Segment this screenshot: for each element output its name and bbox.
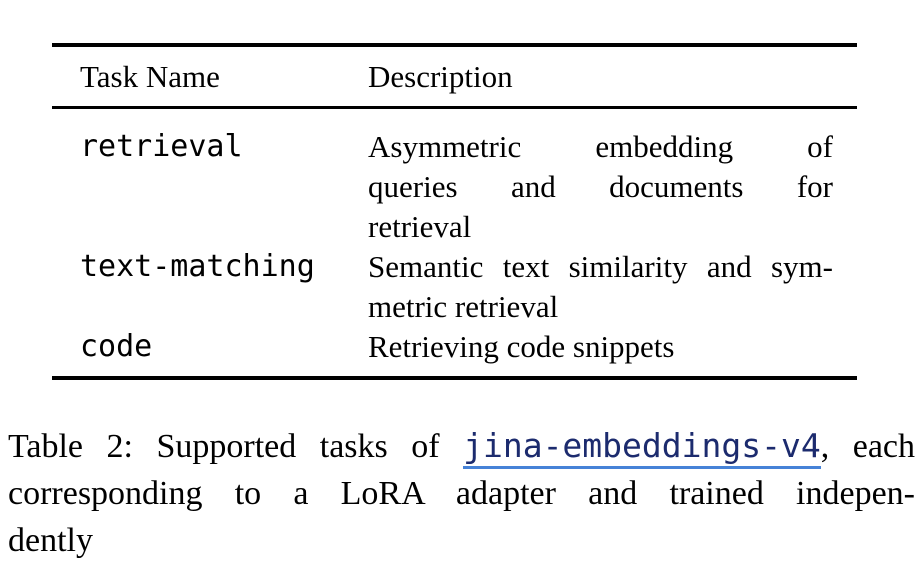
description-line: Retrieving code snippets	[368, 329, 675, 364]
caption-suffix-text: , each	[820, 428, 915, 465]
task-description-retrieval: Asymmetric embedding of queries and docu…	[368, 127, 833, 247]
caption-line-3: dently	[8, 522, 93, 559]
caption-prefix-text: Table 2: Supported tasks of	[8, 428, 464, 465]
table-row-code: code Retrieving code snippets	[52, 327, 857, 367]
description-line: retrieval	[368, 209, 472, 244]
column-header-task-name: Task Name	[80, 59, 220, 94]
task-description-text-matching: Semantic text similarity and sym- metric…	[368, 247, 833, 327]
description-line: queries and documents for	[368, 169, 833, 204]
table-caption: Table 2: Supported tasks of jina-embeddi…	[8, 422, 915, 564]
description-line: Asymmetric embedding of	[368, 129, 833, 164]
caption-line-1: Table 2: Supported tasks of jina-embeddi…	[8, 422, 915, 470]
description-line: metric retrieval	[368, 289, 559, 324]
task-name-code: code	[80, 329, 153, 364]
table-bottom-rule	[52, 376, 857, 380]
table-row-text-matching: text-matching Semantic text similarity a…	[52, 247, 857, 327]
jina-embeddings-v4-link[interactable]: jina-embeddings-v4	[463, 426, 821, 469]
table-mid-rule	[52, 106, 857, 109]
table-body: retrieval Asymmetric embedding of querie…	[52, 109, 857, 376]
task-description-code: Retrieving code snippets	[368, 327, 833, 367]
table-top-rule	[52, 43, 857, 47]
description-line: Semantic text similarity and sym-	[368, 249, 833, 284]
table-row-retrieval: retrieval Asymmetric embedding of querie…	[52, 127, 857, 247]
caption-line-2: corresponding to a LoRA adapter and trai…	[8, 475, 915, 512]
task-name-retrieval: retrieval	[80, 129, 243, 164]
task-name-text-matching: text-matching	[80, 249, 315, 284]
column-header-description: Description	[368, 59, 513, 94]
table-header-row: Task Name Description	[52, 47, 857, 106]
supported-tasks-table: Task Name Description retrieval Asymmetr…	[52, 43, 857, 380]
